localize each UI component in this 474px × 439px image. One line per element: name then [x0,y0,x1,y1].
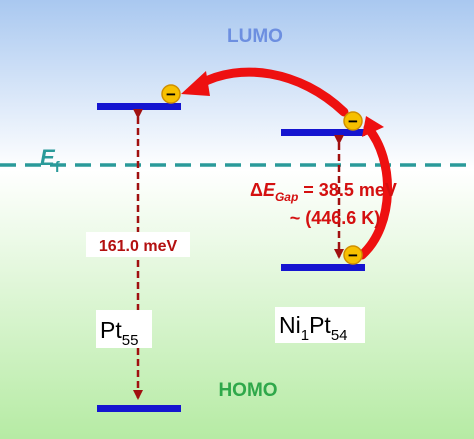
pt55-lumo-level [97,103,181,110]
pt55-homo-level [97,405,181,412]
pt55-name: Pt55 [100,317,138,349]
nipt-main2: Pt [309,312,331,338]
electron-nipt-homo: − [343,245,363,265]
gap-value: = 38.5 meV [303,180,397,200]
nipt-name: Ni1Pt54 [279,312,348,344]
pt55-gap-value: 161.0 meV [99,238,178,255]
fermi-label: Ef [40,145,61,176]
homo-label: HOMO [218,380,277,401]
lumo-label: LUMO [227,26,283,47]
nipt-main1: Ni [279,312,301,338]
electron-pt55-lumo: − [161,84,181,104]
nipt-name-box [275,307,365,343]
pt55-main: Pt [100,317,122,343]
electron-minus-sign: − [348,246,358,265]
gap-sub: Gap [275,190,298,204]
electron-circle [343,245,363,265]
gap-delta: Δ [250,180,263,200]
transfer-arrow [195,67,349,117]
fermi-label-main: E [40,145,56,170]
pt55-sub: 55 [122,332,139,349]
nipt-sub1: 1 [301,327,309,344]
pt55-gap-value-box [86,232,190,257]
electron-circle [161,84,181,104]
transfer-arrow-head [181,71,210,96]
pt55-name-box [96,310,152,348]
electron-minus-sign: − [166,85,176,104]
electron-circle [343,111,363,131]
gap-temperature-label: ~ (446.6 K) [290,208,381,228]
gap-e: E [263,180,276,200]
background-upper [0,0,474,170]
electron-nipt-lumo: − [343,111,363,131]
nipt-sub2: 54 [331,327,348,344]
electron-minus-sign: − [348,112,358,131]
background-lower [0,170,474,439]
fermi-label-sub: f [55,159,61,176]
excitation-arrow-up [357,123,393,260]
nipt-homo-level [281,264,365,271]
nipt-lumo-level [281,129,365,136]
excitation-arrow-up-head [362,116,384,137]
gap-energy-label: ΔEGap = 38.5 meV [250,180,397,204]
